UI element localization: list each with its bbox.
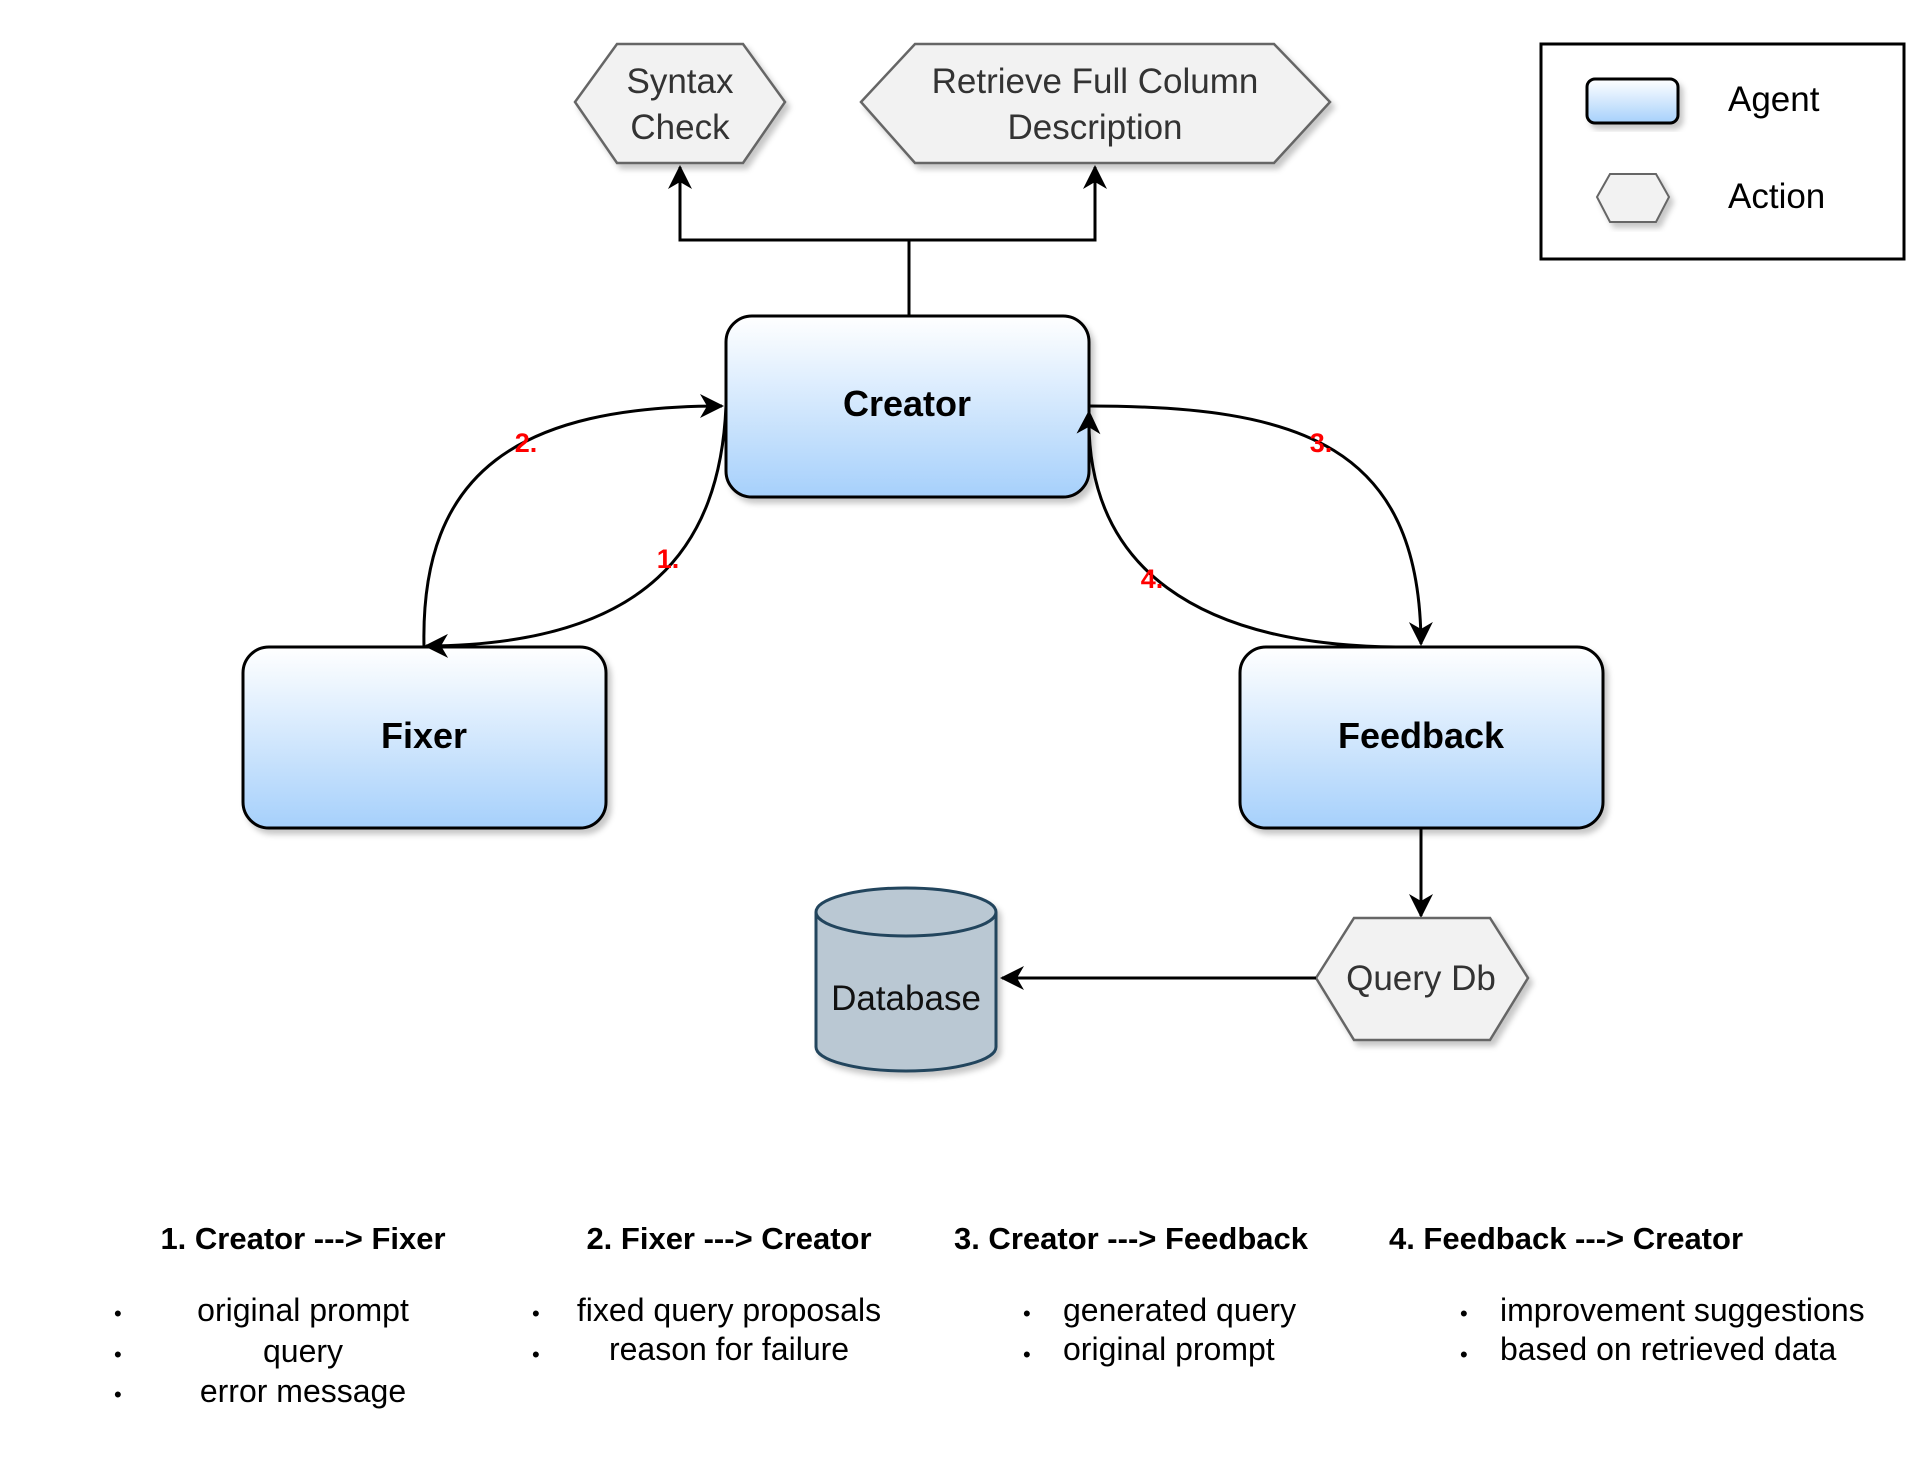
- step-label-4: 4.: [1141, 564, 1164, 594]
- notes-item: original prompt: [197, 1292, 409, 1328]
- notes-title-3: 3. Creator ---> Feedback: [954, 1221, 1309, 1256]
- notes-column-3: 3. Creator ---> Feedback • • generated q…: [954, 1221, 1309, 1367]
- notes-item: reason for failure: [609, 1331, 849, 1367]
- notes-item: improvement suggestions: [1500, 1292, 1865, 1328]
- notes-bullet: •: [1023, 1301, 1031, 1326]
- query-db-label: Query Db: [1346, 959, 1496, 998]
- arrow-feedback-to-creator: [1076, 410, 1397, 649]
- notes-item: generated query: [1063, 1292, 1296, 1328]
- legend-action-swatch: [1595, 173, 1671, 223]
- notes-bullet: •: [1460, 1301, 1468, 1326]
- notes-column-4: 4. Feedback ---> Creator • • improvement…: [1389, 1221, 1865, 1367]
- notes-item: fixed query proposals: [577, 1292, 881, 1328]
- step-label-1: 1.: [657, 544, 680, 574]
- agent-feedback-label: Feedback: [1338, 715, 1505, 756]
- arrow-fixer-to-creator: [422, 394, 724, 648]
- legend-agent-swatch: [1585, 77, 1680, 125]
- notes-bullet: •: [1460, 1342, 1468, 1367]
- legend-action-label: Action: [1728, 177, 1825, 216]
- arrow-creator-to-feedback: [1088, 404, 1433, 646]
- notes-title-1: 1. Creator ---> Fixer: [160, 1221, 445, 1256]
- notes-bullet: •: [532, 1342, 540, 1367]
- notes-item: based on retrieved data: [1500, 1331, 1836, 1367]
- agent-creator-label: Creator: [843, 383, 971, 424]
- notes-bullet: •: [114, 1301, 122, 1326]
- notes-item: error message: [200, 1373, 406, 1409]
- notes-bullet: •: [114, 1342, 122, 1367]
- creator-to-actions-connector: [668, 165, 1107, 316]
- legend-agent-label: Agent: [1728, 80, 1820, 119]
- syntax-check-label-line1: Syntax: [627, 62, 734, 101]
- action-retrieve-column-description: [859, 42, 1332, 165]
- notes-bullet: •: [1023, 1342, 1031, 1367]
- notes-item: query: [263, 1333, 343, 1369]
- arrow-creator-to-fixer: [424, 405, 728, 658]
- notes-column-2: 2. Fixer ---> Creator • • fixed query pr…: [532, 1221, 881, 1367]
- notes-title-4: 4. Feedback ---> Creator: [1389, 1221, 1743, 1256]
- action-query-db: [1314, 916, 1530, 1042]
- notes-title-2: 2. Fixer ---> Creator: [586, 1221, 871, 1256]
- notes-column-1: 1. Creator ---> Fixer • • • original pro…: [114, 1221, 446, 1409]
- retrieve-column-label-line1: Retrieve Full Column: [932, 62, 1259, 101]
- database-cylinder: [814, 886, 998, 1073]
- notes-bullet: •: [532, 1301, 540, 1326]
- legend-box: [1539, 42, 1906, 261]
- agent-fixer-label: Fixer: [381, 715, 467, 756]
- step-label-3: 3.: [1310, 428, 1333, 458]
- notes-item: original prompt: [1063, 1331, 1275, 1367]
- database-label: Database: [831, 979, 981, 1018]
- notes-bullet: •: [114, 1382, 122, 1407]
- syntax-check-label-line2: Check: [630, 108, 730, 147]
- retrieve-column-label-line2: Description: [1007, 108, 1182, 147]
- step-label-2: 2.: [515, 428, 538, 458]
- action-syntax-check: [573, 42, 787, 165]
